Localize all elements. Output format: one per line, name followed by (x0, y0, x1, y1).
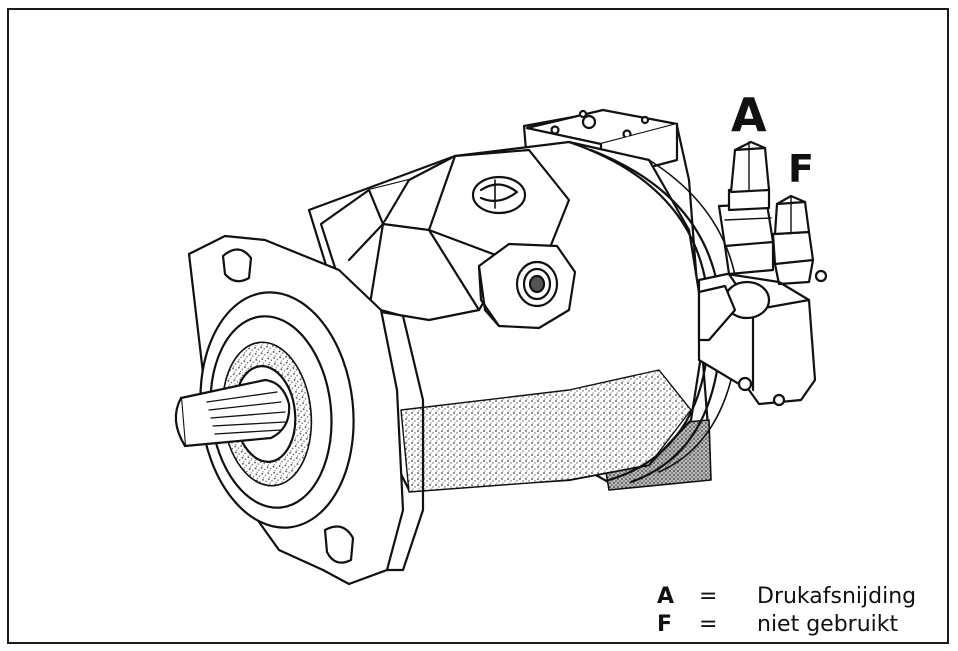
hydraulic-pump-illustration (174, 108, 828, 586)
legend: A = Drukafsnijding F = niet gebruikt (657, 583, 916, 639)
legend-row-a: A = Drukafsnijding (657, 583, 916, 611)
pressure-control-valve (697, 140, 828, 407)
legend-key: F (657, 612, 673, 637)
legend-separator: = (699, 612, 718, 637)
splined-drive-shaft (174, 378, 291, 448)
callout-label-a: A (731, 88, 767, 142)
legend-row-f: F = niet gebruikt (657, 611, 916, 639)
manufacturer-logo (471, 175, 527, 215)
legend-description: niet gebruikt (757, 612, 899, 637)
legend-separator: = (699, 584, 718, 609)
side-port-boss (477, 242, 577, 330)
figure-frame: A F A = Drukafsnijding F = niet gebruikt (7, 8, 949, 644)
callout-label-f: F (788, 147, 814, 191)
legend-key: A (657, 584, 675, 609)
legend-description: Drukafsnijding (757, 584, 917, 609)
